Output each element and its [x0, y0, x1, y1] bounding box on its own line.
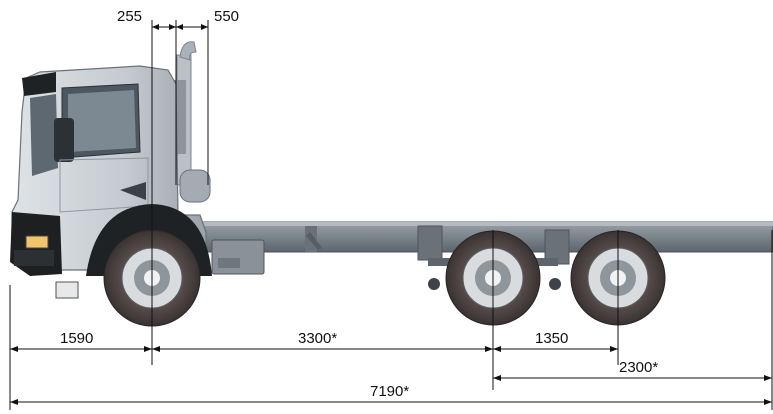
- dim-label-rear-overhang: 2300*: [619, 359, 658, 376]
- truck-cab: [10, 65, 212, 299]
- dim-label-255: 255: [117, 8, 142, 25]
- dim-label-wheelbase: 3300*: [298, 330, 337, 347]
- dim-label-front-overhang: 1590: [60, 330, 93, 347]
- extension-lines: [9, 20, 773, 410]
- dimension-lines: [10, 24, 772, 405]
- dim-label-overall-length: 7190*: [370, 383, 409, 400]
- dim-label-bogie: 1350: [535, 330, 568, 347]
- dim-label-550: 550: [214, 8, 239, 25]
- dimension-labels: 255 550 1590 3300* 1350 2300* 7190*: [60, 8, 658, 400]
- chassis-frame: [194, 221, 773, 290]
